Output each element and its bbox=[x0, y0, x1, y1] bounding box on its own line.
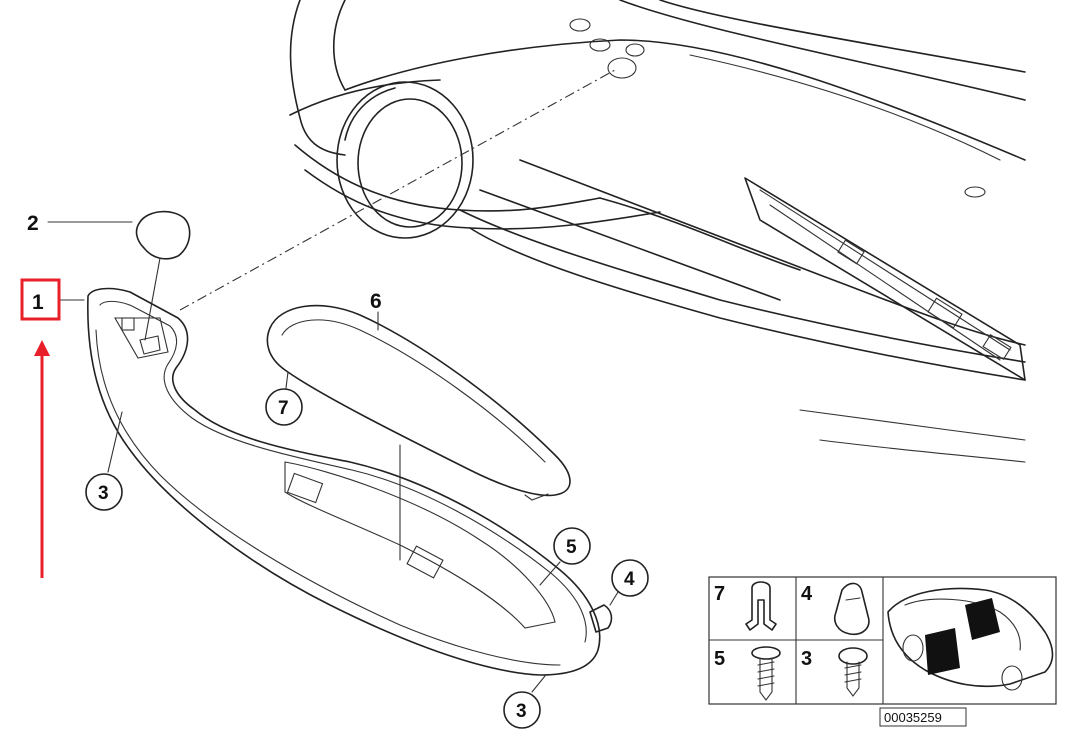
callout-circle-4 bbox=[611, 559, 649, 597]
inset-label-4: 4 bbox=[801, 583, 813, 605]
inset-label-7: 7 bbox=[714, 583, 725, 605]
label-part-3-left: 3 bbox=[98, 483, 109, 504]
callout-circle-3-bottom bbox=[503, 691, 541, 729]
highlight-arrow bbox=[34, 340, 50, 578]
label-part-1: 1 bbox=[32, 291, 44, 314]
callout-circle-3-left bbox=[85, 473, 123, 511]
part-1-highlight-box bbox=[20, 278, 61, 321]
inset-label-5: 5 bbox=[714, 648, 725, 670]
reference-number: 00035259 bbox=[884, 710, 942, 725]
armrest-pad-part-6 bbox=[266, 304, 571, 561]
label-part-5: 5 bbox=[566, 537, 577, 558]
reference-number-box bbox=[879, 707, 967, 727]
door-panel-drawing bbox=[289, 0, 1026, 463]
clip-icon bbox=[745, 581, 777, 631]
label-part-4: 4 bbox=[624, 569, 635, 590]
plug-part-4 bbox=[589, 591, 619, 633]
cap-part-2 bbox=[47, 210, 191, 341]
leader-5 bbox=[539, 561, 561, 586]
leader-7 bbox=[285, 371, 289, 389]
label-part-6: 6 bbox=[370, 290, 382, 313]
leader-3-bottom bbox=[531, 675, 546, 693]
inset-label-3: 3 bbox=[801, 648, 812, 670]
screw-icon-5 bbox=[751, 646, 781, 701]
label-part-7: 7 bbox=[278, 398, 289, 419]
callout-circle-5 bbox=[553, 527, 591, 565]
label-part-2: 2 bbox=[27, 212, 39, 235]
leader-3-left bbox=[107, 411, 123, 473]
label-part-3-bottom: 3 bbox=[516, 701, 527, 722]
car-location-icon bbox=[887, 587, 1054, 691]
plug-icon bbox=[834, 582, 870, 636]
fastener-inset-table: 7 4 5 3 bbox=[708, 576, 1057, 705]
screw-icon-3 bbox=[838, 647, 868, 697]
mounting-leader-line bbox=[179, 69, 616, 311]
armrest-trim-part-1 bbox=[59, 287, 601, 676]
callout-circle-7 bbox=[265, 388, 303, 426]
